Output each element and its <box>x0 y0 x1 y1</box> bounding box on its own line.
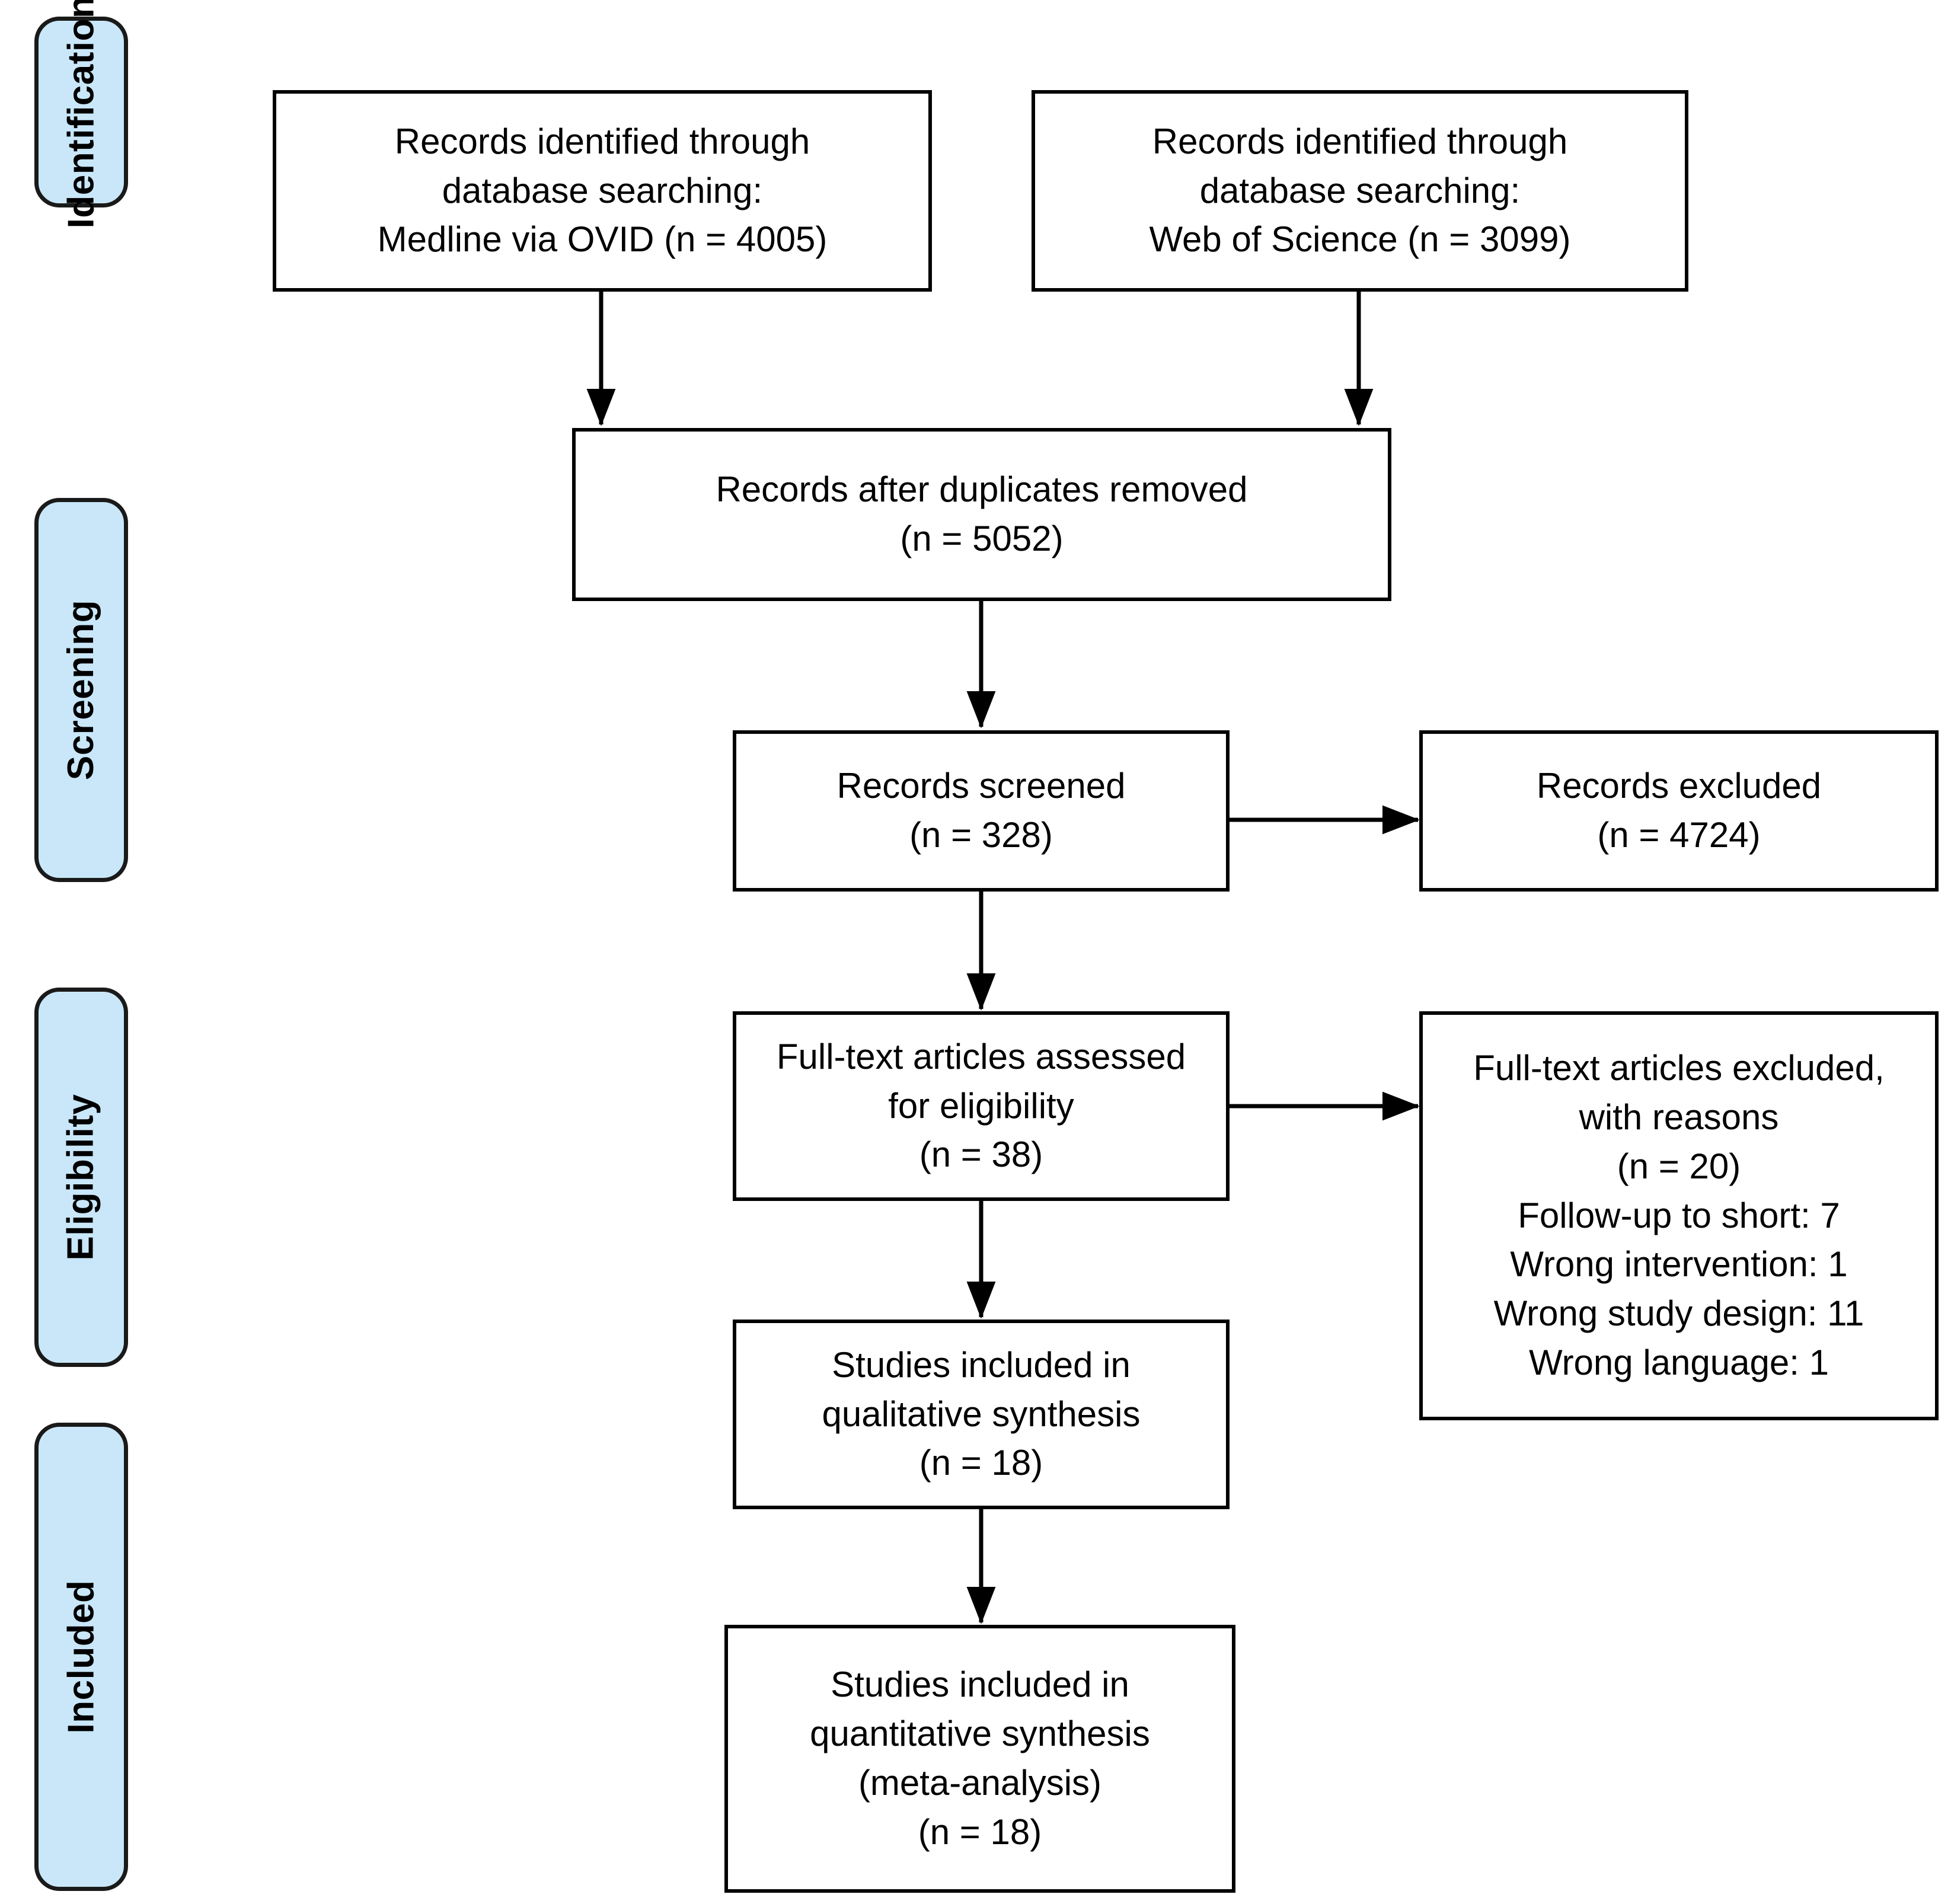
node-line: Records after duplicates removed <box>716 469 1248 510</box>
node-studies-included-quantitative: Studies included in quantitative synthes… <box>724 1625 1235 1893</box>
node-line: (n = 5052) <box>900 519 1064 558</box>
node-line-reason: Follow-up to short: 7 <box>1518 1195 1840 1235</box>
node-line: (meta-analysis) <box>858 1763 1102 1803</box>
node-line: Records excluded <box>1536 766 1822 806</box>
stage-label-identification-text: Identification <box>60 0 101 229</box>
node-records-identified-medline: Records identified through database sear… <box>273 90 932 292</box>
node-records-screened: Records screened (n = 328) <box>733 730 1230 892</box>
node-line-reason: Wrong study design: 11 <box>1493 1293 1864 1334</box>
node-line: (n = 20) <box>1617 1146 1741 1186</box>
node-line: Records identified through <box>1152 121 1568 161</box>
stage-label-screening-text: Screening <box>60 599 101 781</box>
node-line: Records screened <box>836 766 1126 806</box>
node-line: database searching: <box>442 170 763 210</box>
node-line: database searching: <box>1199 170 1521 210</box>
node-line: with reasons <box>1579 1097 1779 1137</box>
stage-label-included: Included <box>34 1423 128 1891</box>
node-line: Full-text articles assessed <box>776 1036 1186 1076</box>
node-line: Records identified through <box>394 121 810 161</box>
node-line: (n = 18) <box>918 1812 1042 1852</box>
node-studies-included-qualitative: Studies included in qualitative synthesi… <box>733 1320 1230 1509</box>
node-line: qualitative synthesis <box>822 1394 1141 1434</box>
stage-label-screening: Screening <box>34 498 128 882</box>
node-line: Web of Science (n = 3099) <box>1149 219 1571 260</box>
node-line: Medline via OVID (n = 4005) <box>377 219 828 260</box>
stage-label-eligibility-text: Eligibility <box>60 1094 101 1261</box>
node-line: (n = 328) <box>909 815 1053 855</box>
stage-label-eligibility: Eligibility <box>34 988 128 1367</box>
node-line: for eligibility <box>888 1085 1074 1126</box>
node-line-reason: Wrong language: 1 <box>1529 1342 1829 1382</box>
node-records-after-duplicates-removed: Records after duplicates removed (n = 50… <box>572 428 1391 601</box>
node-line: (n = 4724) <box>1597 815 1761 855</box>
node-full-text-articles-assessed: Full-text articles assessed for eligibil… <box>733 1011 1230 1201</box>
stage-label-identification: Identification <box>34 0 128 228</box>
node-line: (n = 18) <box>919 1443 1043 1483</box>
node-full-text-articles-excluded: Full-text articles excluded, with reason… <box>1419 1011 1939 1420</box>
node-line: Studies included in <box>831 1665 1129 1705</box>
node-line: quantitative synthesis <box>810 1714 1150 1754</box>
node-line: Full-text articles excluded, <box>1473 1048 1885 1088</box>
stage-label-included-text: Included <box>60 1580 101 1734</box>
node-records-excluded: Records excluded (n = 4724) <box>1419 730 1939 892</box>
node-records-identified-web-of-science: Records identified through database sear… <box>1032 90 1688 292</box>
node-line: (n = 38) <box>919 1135 1043 1175</box>
node-line: Studies included in <box>832 1344 1131 1385</box>
node-line-reason: Wrong intervention: 1 <box>1510 1244 1848 1285</box>
